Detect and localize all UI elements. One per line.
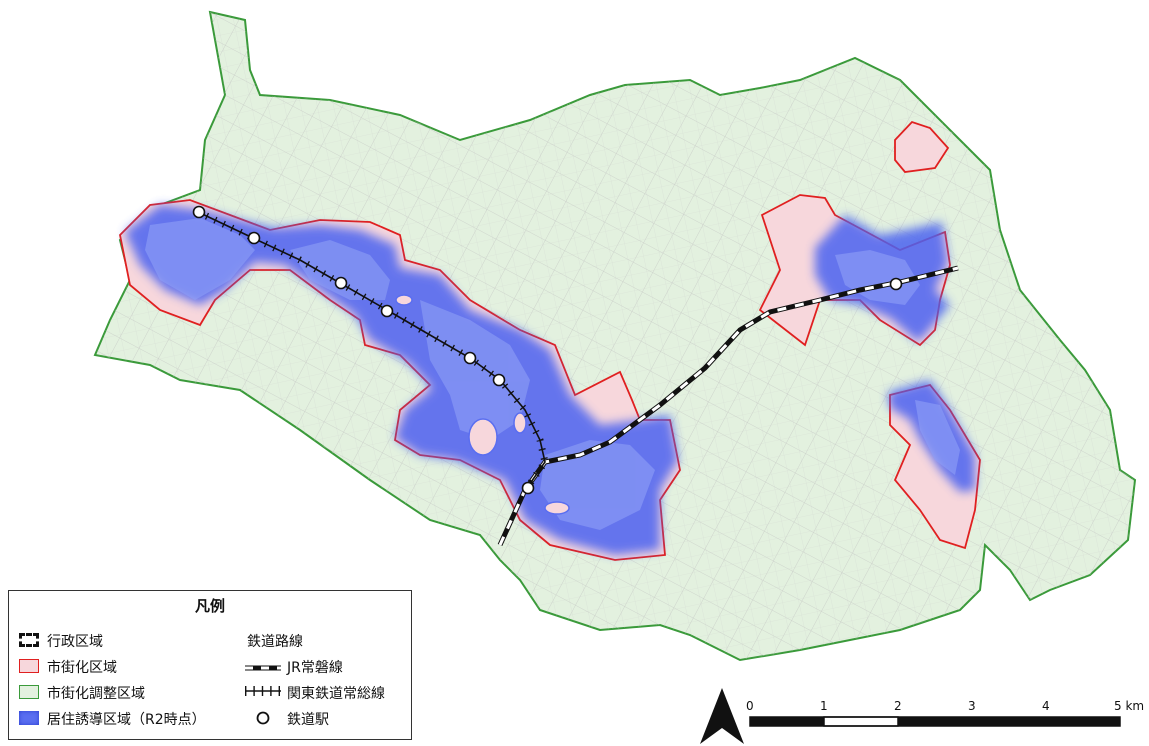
urbanization-control-area	[93, 10, 1137, 662]
joso-line-swatch	[245, 686, 281, 696]
legend-urbanization-area: 市街化区域	[47, 660, 117, 676]
scale-tick-4: 4	[1042, 699, 1050, 713]
scale-tick-3: 3	[968, 699, 976, 713]
urban-area-swatch	[19, 659, 39, 673]
scale-tick-2: 2	[894, 699, 902, 713]
station-4	[380, 304, 394, 318]
legend-title: 凡例	[194, 597, 225, 615]
station-7	[521, 481, 535, 495]
admin-boundary-swatch	[19, 633, 39, 647]
station-3	[334, 276, 348, 290]
station-5	[463, 351, 477, 365]
legend-station: 鉄道駅	[287, 712, 329, 728]
legend-kanto-joso: 関東鉄道常総線	[287, 686, 385, 702]
scale-tick-1: 1	[820, 699, 828, 713]
scale-tick-0: 0	[746, 699, 754, 713]
legend-box: 凡例 行政区域 市街化区域 市街化調整区域 居住誘導区域（R2時点） 鉄道路線 …	[8, 590, 412, 740]
legend-admin-boundary: 行政区域	[47, 634, 103, 650]
scale-bar: 0 1 2 3 4 5 km	[746, 699, 1144, 727]
legend-residence-area: 居住誘導区域（R2時点）	[47, 712, 206, 728]
scale-tick-5: 5 km	[1114, 699, 1144, 713]
station-swatch	[256, 711, 270, 725]
station-6	[492, 373, 506, 387]
railway-stations	[192, 205, 903, 495]
urban-area-far-northeast	[894, 120, 950, 173]
station-8	[889, 277, 903, 291]
station-1	[192, 205, 206, 219]
control-area-swatch	[19, 685, 39, 699]
residence-area-swatch	[19, 711, 39, 725]
station-2	[247, 231, 261, 245]
legend-jr-joban: JR常磐線	[287, 660, 343, 676]
kanto-joso-line	[196, 208, 549, 490]
north-arrow-icon	[700, 688, 744, 744]
legend-urbanization-control-area: 市街化調整区域	[47, 686, 145, 702]
jr-line-swatch	[245, 665, 281, 671]
legend-railway-header: 鉄道路線	[247, 634, 303, 650]
